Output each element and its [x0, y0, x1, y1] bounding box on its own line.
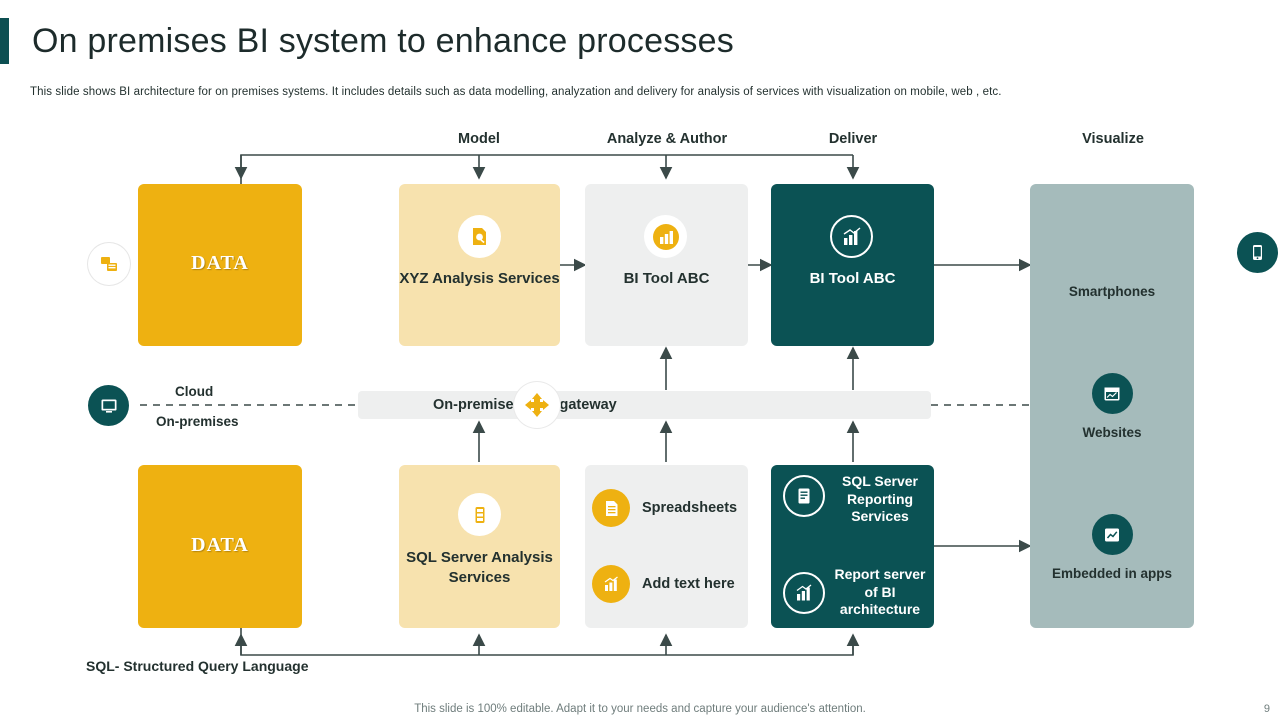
on-premises-data-gateway: On-premises data gateway	[358, 391, 931, 419]
bi-tool-abc-teal-box: BI Tool ABC	[771, 184, 934, 346]
column-header-analyze: Analyze & Author	[606, 131, 728, 147]
app-chart-icon	[1091, 514, 1133, 555]
grey-item-add-text: Add text here	[592, 565, 735, 603]
column-header-model: Model	[458, 131, 500, 147]
on-premises-label: On-premises	[156, 414, 239, 429]
bi-tool-abc-grey-label: BI Tool ABC	[623, 270, 710, 287]
title-accent-bar	[0, 18, 9, 64]
visualize-label-websites: Websites	[1082, 425, 1142, 440]
cloud-label: Cloud	[175, 384, 214, 399]
server-icon	[458, 493, 501, 536]
visualize-item-websites: Websites	[947, 373, 1277, 440]
top-data-box: DATA	[138, 184, 302, 346]
sql-server-analysis-services-box: SQL Server Analysis Services	[399, 465, 560, 628]
bar-chart-icon	[783, 572, 825, 614]
column-header-visualize: Visualize	[1082, 131, 1144, 147]
bar-chart-icon	[592, 565, 630, 603]
teal-item-label-report-server: Report server of BI architecture	[834, 566, 926, 617]
document-analysis-icon	[458, 215, 501, 258]
legend-sql: SQL- Structured Query Language	[86, 658, 309, 674]
bottom-data-box: DATA	[138, 465, 302, 628]
page-number: 9	[1263, 703, 1270, 715]
visualize-item-embedded: Embedded in apps	[947, 514, 1277, 581]
page-title: On premises BI system to enhance process…	[32, 22, 734, 60]
grey-item-spreadsheets: Spreadsheets	[592, 489, 737, 527]
grey-item-label-add-text: Add text here	[642, 576, 735, 592]
sql-server-analysis-services-label: SQL Server Analysis Services	[406, 549, 553, 586]
bottom-data-label: DATA	[191, 534, 249, 556]
browser-icon	[1091, 373, 1133, 414]
column-header-deliver: Deliver	[828, 131, 878, 147]
database-icon	[88, 243, 130, 285]
smartphone-icon	[1236, 232, 1278, 273]
report-icon	[783, 475, 825, 517]
visualize-label-smartphones: Smartphones	[1068, 284, 1156, 299]
editable-note: This slide is 100% editable. Adapt it to…	[414, 703, 866, 715]
bi-tool-abc-teal-label: BI Tool ABC	[809, 270, 896, 287]
top-data-label: DATA	[191, 252, 249, 274]
bar-chart-icon	[644, 215, 687, 258]
xyz-analysis-services-label: XYZ Analysis Services	[399, 270, 560, 287]
grey-item-label-spreadsheets: Spreadsheets	[642, 500, 738, 516]
visualize-item-smartphones: Smartphones	[947, 232, 1278, 299]
bi-tool-abc-grey-box: BI Tool ABC	[585, 184, 748, 346]
monitor-icon	[88, 385, 129, 426]
page-subtitle: This slide shows BI architecture for on …	[30, 86, 1002, 98]
gateway-arrows-icon	[514, 382, 560, 428]
xyz-analysis-services-box: XYZ Analysis Services	[399, 184, 560, 346]
bar-chart-icon	[830, 215, 873, 258]
teal-item-label-reporting: SQL Server Reporting Services	[841, 473, 918, 524]
visualize-label-embedded: Embedded in apps	[1051, 566, 1173, 581]
spreadsheet-icon	[592, 489, 630, 527]
